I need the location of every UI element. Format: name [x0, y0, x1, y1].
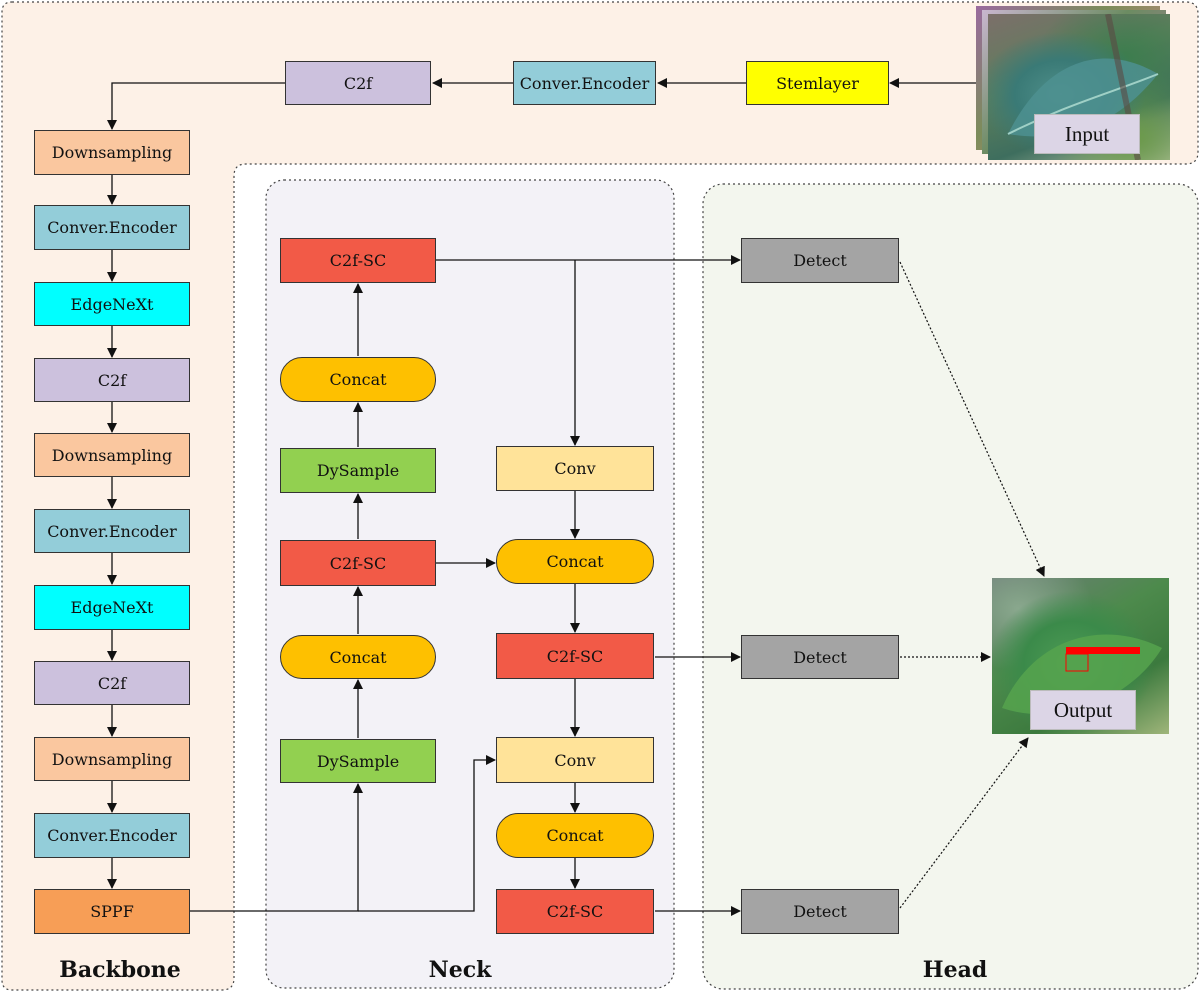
conver-encoder-top-block: Conver.Encoder: [513, 61, 656, 105]
c2f-block-2: C2f: [34, 661, 190, 705]
downsampling-block-3: Downsampling: [34, 737, 190, 781]
sppf-block: SPPF: [34, 889, 190, 934]
edgenext-block-2: EdgeNeXt: [34, 585, 190, 630]
c2f-sc-top-block: C2f-SC: [280, 238, 436, 283]
conv-block-1: Conv: [496, 446, 654, 491]
conver-encoder-block-3: Conver.Encoder: [34, 813, 190, 858]
concat-block-3: Concat: [496, 539, 654, 584]
c2f-sc-right-block-2: C2f-SC: [496, 889, 654, 934]
conver-encoder-block-2: Conver.Encoder: [34, 509, 190, 553]
conv-block-2: Conv: [496, 737, 654, 783]
c2f-sc-right-block-1: C2f-SC: [496, 633, 654, 679]
conver-encoder-block-1: Conver.Encoder: [34, 205, 190, 250]
output-label: Output: [1030, 690, 1136, 730]
edge-c2f-down1: [107, 82, 285, 130]
head-title: Head: [922, 957, 988, 983]
c2f-block-1: C2f: [34, 358, 190, 402]
detect-block-3: Detect: [741, 889, 899, 934]
edge-sppf-conv2: [358, 755, 496, 912]
edge-detect1-output: [899, 261, 1045, 577]
edge-detect3-output: [899, 737, 1029, 909]
head-region: [702, 183, 1199, 990]
stemlayer-block: Stemlayer: [746, 61, 889, 105]
output-image: [992, 578, 1169, 734]
concat-block-1: Concat: [280, 357, 436, 402]
c2f-top-block: C2f: [285, 61, 431, 105]
edgenext-block-1: EdgeNeXt: [34, 282, 190, 326]
input-label: Input: [1034, 114, 1140, 154]
backbone-title: Backbone: [59, 957, 181, 983]
neck-title: Neck: [428, 957, 492, 983]
detect-block-1: Detect: [741, 238, 899, 283]
concat-block-2: Concat: [280, 635, 436, 679]
dysample-block-2: DySample: [280, 739, 436, 783]
detect-block-2: Detect: [741, 635, 899, 679]
concat-block-4: Concat: [496, 813, 654, 858]
c2f-sc-mid-block: C2f-SC: [280, 540, 436, 586]
dysample-block-1: DySample: [280, 448, 436, 493]
downsampling-block-1: Downsampling: [34, 130, 190, 175]
edge-sppf-dysample: [190, 783, 363, 912]
downsampling-block-2: Downsampling: [34, 433, 190, 477]
